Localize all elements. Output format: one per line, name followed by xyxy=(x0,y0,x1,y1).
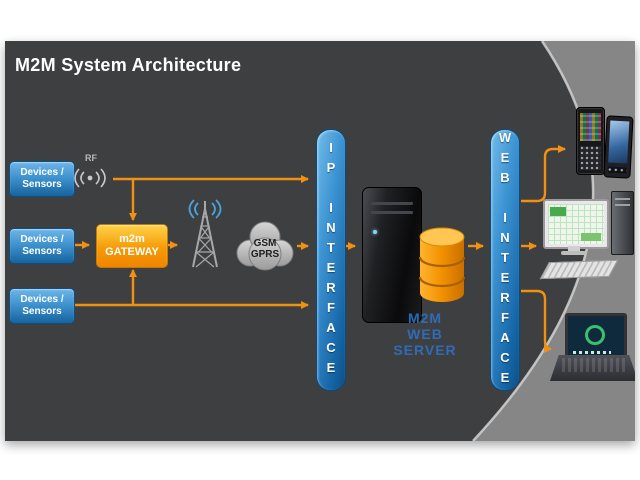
device-sensors-label: Devices / xyxy=(20,294,64,305)
ip-interface-bar: IP INTERFACE xyxy=(316,129,346,391)
smartphone-keypad xyxy=(580,146,601,170)
laptop-icon xyxy=(550,313,635,383)
gateway-label-gateway: GATEWAY xyxy=(105,246,159,258)
server-caption-line: M2M xyxy=(407,310,443,326)
device-sensors-box-3: Devices / Sensors xyxy=(9,288,75,324)
laptop-screen-text xyxy=(573,351,611,354)
web-interface-bar: WEB INTERFACE xyxy=(490,129,520,391)
smartphone-icon xyxy=(576,107,605,175)
smartphone-screen xyxy=(608,120,630,164)
cell-tower-icon xyxy=(188,199,222,268)
desktop-tower xyxy=(611,191,634,255)
laptop-base xyxy=(550,355,635,381)
device-sensors-label: Devices / xyxy=(20,234,64,245)
gsm-gprs-cloud: GSM GPRS xyxy=(234,221,296,273)
server-tower-icon xyxy=(362,187,422,323)
smartphones-icon xyxy=(576,107,634,179)
laptop-keys xyxy=(562,358,626,372)
screen-content xyxy=(550,207,566,216)
smartphone-screen xyxy=(580,113,601,141)
slide: M2M System Architecture Devices / Sensor… xyxy=(5,41,635,441)
device-sensors-label: Sensors xyxy=(22,246,62,257)
server-caption-line: SERVER xyxy=(393,342,457,358)
cloud-label-gsm: GSM xyxy=(253,238,277,249)
server-power-led xyxy=(373,230,377,234)
m2m-gateway-box: m2m GATEWAY xyxy=(96,224,168,268)
server-caption-line: WEB xyxy=(407,326,443,342)
laptop-screen xyxy=(565,313,627,361)
page-title: M2M System Architecture xyxy=(15,55,242,75)
gateway-label-m2m: m2m xyxy=(119,233,145,245)
cloud-icon xyxy=(236,221,294,271)
arrow-web-to-laptop xyxy=(521,289,552,353)
desktop-computer-icon xyxy=(539,189,635,281)
desktop-keyboard xyxy=(539,259,619,280)
tower-slot xyxy=(615,198,630,200)
ip-interface-label: IP INTERFACE xyxy=(323,140,339,380)
m2m-web-server-caption: M2M WEB SERVER xyxy=(373,310,477,358)
web-interface-label: WEB INTERFACE xyxy=(497,130,513,390)
device-sensors-box-2: Devices / Sensors xyxy=(9,228,75,264)
desktop-monitor xyxy=(543,199,609,249)
device-sensors-box-1: Devices / Sensors xyxy=(9,161,75,197)
device-sensors-label: Sensors xyxy=(22,179,62,190)
cloud-label-gprs: GPRS xyxy=(250,249,280,260)
monitor-stand-base xyxy=(561,251,587,255)
server-drive-slot xyxy=(371,211,413,214)
laptop-screen-logo xyxy=(585,325,605,345)
database-icon xyxy=(418,227,466,302)
tower-slot xyxy=(615,204,630,206)
smartphone-icon xyxy=(603,115,634,179)
monitor-stand xyxy=(568,246,580,251)
smartphone-buttons xyxy=(607,166,627,174)
server-drive-slot xyxy=(371,202,413,205)
rf-signal-icon xyxy=(74,168,106,188)
device-sensors-label: Devices / xyxy=(20,167,64,178)
device-sensors-label: Sensors xyxy=(22,306,62,317)
rf-label: RF xyxy=(85,153,97,163)
screen-content xyxy=(581,233,601,241)
